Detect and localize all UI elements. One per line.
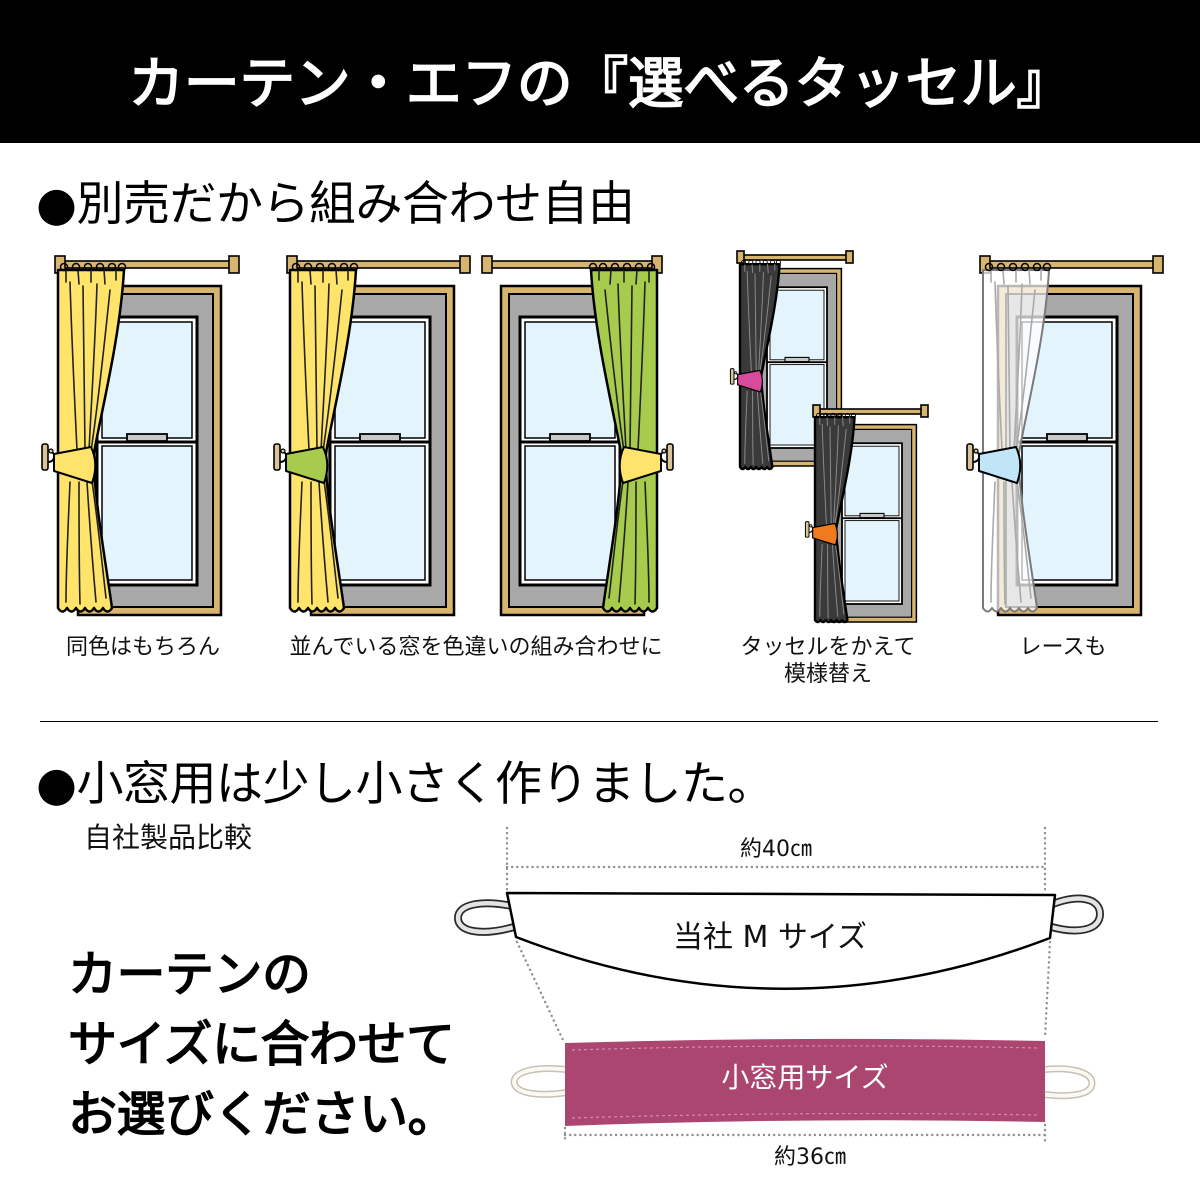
small-window-length-label: 約36㎝ (774, 1145, 846, 1170)
small-tassel-body (565, 1038, 1045, 1126)
m-size-tassel (453, 891, 1105, 990)
section-heading-small-window: ●小窓用は少し小さく作りました。 (36, 757, 775, 812)
tassel-hook-icon (273, 443, 288, 471)
tassel-hook-icon (729, 368, 739, 385)
m-size-tassel-loop-left-inner (455, 901, 517, 935)
small-tassel-stitch (571, 1045, 1039, 1119)
tassel-hook-icon (659, 443, 674, 471)
window-example-change-tassel-front (804, 404, 929, 624)
small-tassel-loop-left-inner (511, 1066, 572, 1097)
curtain-rod (54, 255, 240, 274)
section-divider (40, 721, 1158, 722)
size-advice-message: カーテンの サイズに合わせて お選びください。 (68, 940, 457, 1150)
message-line-1: カーテンの (68, 946, 311, 1003)
window-example-side-by-side-right (481, 255, 674, 617)
m-size-tassel-body (505, 891, 1057, 990)
window-example-side-by-side-left (273, 255, 471, 617)
caption-change-tassel: タッセルをかえて 模様替え (728, 634, 928, 688)
tassel-size-comparison (453, 826, 1105, 1144)
curtain-rod (979, 255, 1164, 274)
page-title: カーテン・エフの『選べるタッセル』 (128, 52, 1072, 117)
dimension-lines-small-size (563, 1123, 1047, 1144)
section-heading-free-combination: ●別売だから組み合わせ自由 (36, 177, 635, 232)
m-size-tassel-loop-right-inner (1045, 896, 1103, 933)
dimension-guide-lines (515, 940, 1052, 1042)
message-line-3: お選びください。 (68, 1086, 457, 1143)
tassel-hook-icon (41, 443, 56, 471)
tassel-hook-icon (804, 520, 814, 538)
window-example-same-color (41, 255, 240, 617)
caption-lace: レースも (1019, 635, 1107, 660)
window-example-change-tassel-back (729, 250, 854, 471)
curtain-rod (481, 255, 663, 274)
m-size-tassel-label: 当社 M サイズ (672, 920, 868, 955)
header-bar (0, 0, 1200, 143)
small-tassel-loop-right-inner (1038, 1066, 1095, 1098)
tassel-hook-icon (966, 443, 981, 471)
m-size-length-label: 約40㎝ (740, 837, 812, 862)
curtain-rod (736, 250, 854, 264)
small-window-tassel-label: 小窓用サイズ (721, 1061, 889, 1094)
window-example-lace (966, 255, 1164, 617)
caption-same-color: 同色はもちろん (65, 635, 220, 660)
caption-change-tassel-line-2: 模様替え (783, 662, 872, 687)
small-window-tassel (510, 1038, 1096, 1126)
curtain-examples-illustration (41, 250, 1164, 624)
caption-side-by-side: 並んでいる窓を色違いの組み合わせに (289, 635, 663, 660)
comparison-subheading: 自社製品比較 (84, 821, 253, 854)
caption-change-tassel-line-1: タッセルをかえて (740, 635, 916, 660)
dimension-lines-m-size (505, 826, 1047, 895)
message-line-2: サイズに合わせて (68, 1016, 455, 1073)
